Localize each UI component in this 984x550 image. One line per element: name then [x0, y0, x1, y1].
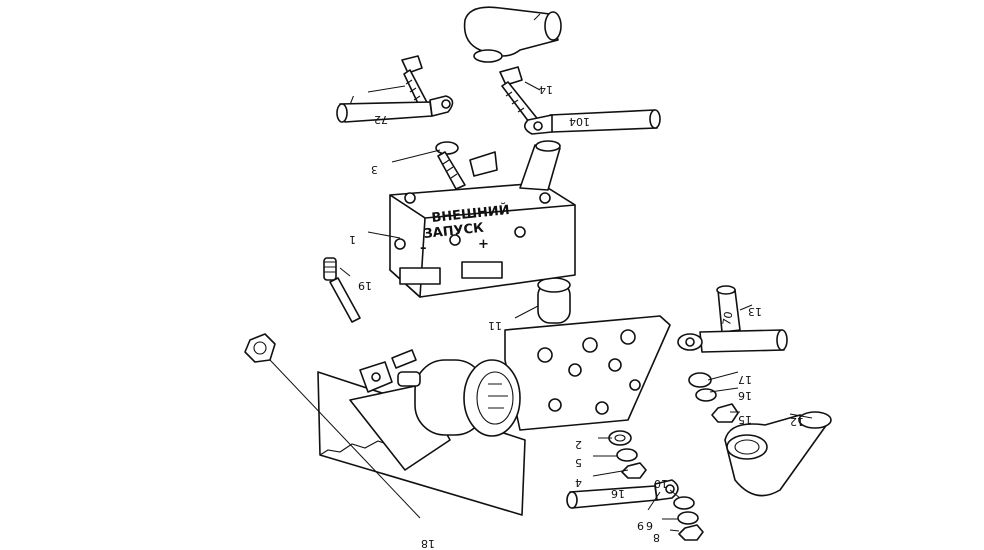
block-plus-sign: + [478, 237, 489, 252]
wire-tag-70: 70 [720, 310, 735, 326]
spacer-sleeve [537, 277, 571, 324]
callout-1: 1 [349, 233, 356, 246]
callout-14: 14 [539, 83, 553, 96]
callout-7: 7 [349, 93, 356, 106]
wire-tag-16: 16 [611, 487, 625, 500]
wire-lug-16: 16 [566, 479, 679, 509]
pin-stud [323, 257, 361, 323]
wire-lug-72: 72 [336, 95, 454, 126]
callout-18: 18 [421, 537, 435, 550]
callout-19: 19 [358, 279, 372, 292]
callout-9: 9 [637, 519, 644, 532]
block-label-line2: ЗАПУСК [423, 221, 485, 242]
callout-5: 5 [575, 456, 582, 469]
callout-12: 12 [790, 415, 804, 428]
block-minus-sign: – [420, 241, 427, 256]
callout-15: 15 [738, 413, 752, 426]
callout-13: 13 [748, 305, 762, 318]
callout-2: 2 [575, 438, 582, 451]
socket-housing [359, 349, 521, 437]
wire-tag-72: 72 [374, 113, 388, 126]
wire-lug-70: 70 [677, 285, 788, 353]
rubber-boot-12 [724, 411, 832, 497]
callout-4: 4 [575, 476, 582, 489]
callout-17: 17 [738, 373, 752, 386]
bolt-14 [499, 66, 541, 127]
callout-10: 10 [654, 477, 668, 490]
wire-lug-104: 104 [524, 109, 661, 135]
callout-numbers: 1 2 3 4 5 6 7 8 9 10 11 12 13 14 15 16 1… [349, 83, 804, 550]
callout-6: 6 [646, 519, 653, 532]
callout-16: 16 [738, 389, 752, 402]
screw-3 [435, 141, 498, 190]
external-start-block: ВНЕШНИЙ ЗАПУСК – + [389, 182, 576, 298]
callout-11: 11 [488, 319, 502, 332]
callout-3: 3 [371, 163, 378, 176]
rubber-boot-top [463, 6, 562, 63]
mounting-plate [504, 315, 671, 431]
washers-and-nuts [244, 333, 739, 541]
block-terminal-post [519, 140, 561, 191]
callout-8: 8 [653, 531, 660, 544]
leader-lines [269, 13, 813, 532]
wire-tag-104: 104 [569, 115, 590, 128]
